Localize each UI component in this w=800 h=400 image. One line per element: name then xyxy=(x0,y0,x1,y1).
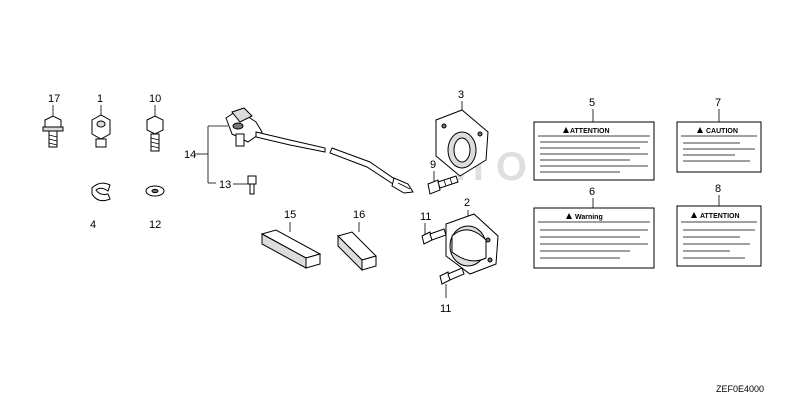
callout-16: 16 xyxy=(353,209,365,221)
callout-7: 7 xyxy=(715,97,721,109)
callout-6: 6 xyxy=(589,186,595,198)
part-4-wire-harness: 14 xyxy=(184,107,414,194)
label-6-title: Warning xyxy=(575,214,603,221)
callout-15: 15 xyxy=(284,209,296,221)
callout-5: 5 xyxy=(589,97,595,109)
part-1-collar-nut: 1 xyxy=(91,93,111,148)
part-8-attention-label: 8 ATTENTION xyxy=(676,183,762,267)
callout-12: 13 xyxy=(219,179,231,191)
part-11-screw-upper: 11 xyxy=(420,211,447,245)
callout-11-upper: 11 xyxy=(420,211,431,223)
diagram-code: ZEF0E4000 xyxy=(716,384,764,394)
part-12-screw: 13 xyxy=(219,175,257,195)
part-3-flange-cover: 3 xyxy=(435,89,489,177)
part-10-bolt: 10 xyxy=(146,93,164,152)
label-8-title: ATTENTION xyxy=(700,213,740,220)
part-2-round-cover: 2 xyxy=(445,197,499,275)
part-14-e-clip: 4 xyxy=(90,182,111,231)
label-7-title: CAUTION xyxy=(706,128,738,135)
part-11-screw-lower: 11 xyxy=(439,267,465,315)
callout-1: 1 xyxy=(97,93,103,105)
label-5-title: ATTENTION xyxy=(570,128,610,135)
callout-17: 17 xyxy=(48,93,60,105)
callout-3: 3 xyxy=(458,89,464,101)
callout-13: 12 xyxy=(149,219,161,231)
part-17-flange-bolt: 17 xyxy=(42,93,64,148)
callout-4: 14 xyxy=(184,149,196,161)
part-13-washer: 12 xyxy=(145,185,165,231)
callout-10: 10 xyxy=(149,93,161,105)
callout-2: 2 xyxy=(464,197,470,209)
callout-14: 4 xyxy=(90,219,96,231)
callout-11-lower: 11 xyxy=(440,303,451,315)
part-9-screw: 9 xyxy=(427,159,459,195)
callout-9: 9 xyxy=(430,159,436,171)
part-7-caution-label: 7 CAUTION xyxy=(676,97,762,173)
part-5-attention-label: 5 ATTENTION xyxy=(533,97,655,181)
part-6-warning-label: 6 Warning xyxy=(533,186,655,269)
part-15-rubber-block: 15 xyxy=(260,209,322,269)
callout-8: 8 xyxy=(715,183,721,195)
part-16-rubber-block: 16 xyxy=(337,209,377,272)
